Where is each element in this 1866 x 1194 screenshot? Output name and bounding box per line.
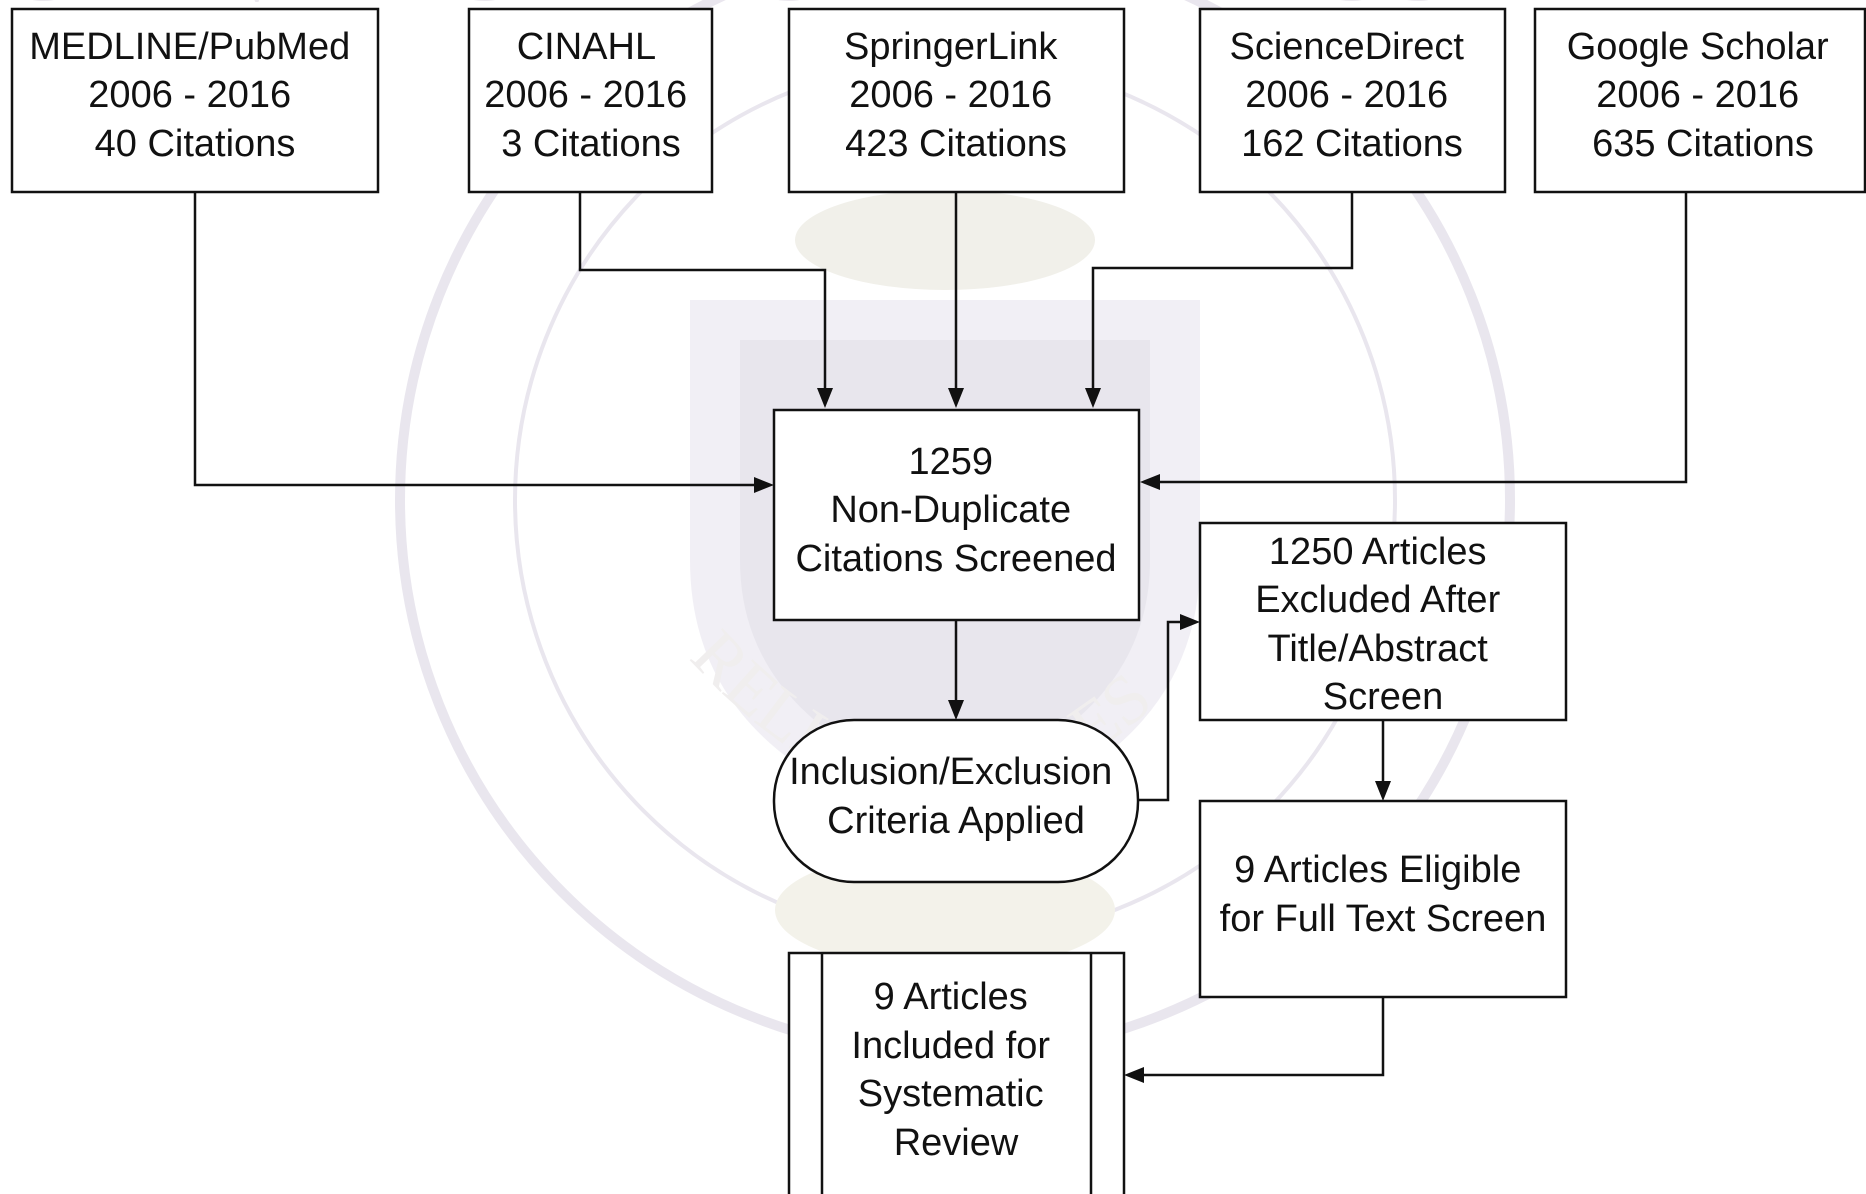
criteria-line-2: Criteria Applied xyxy=(827,800,1085,842)
excluded-line-3: Title/Abstract xyxy=(1268,628,1489,670)
edge-cinahl-to-screened xyxy=(578,192,827,392)
criteria-label: Inclusion/Exclusion Criteria Applied xyxy=(789,751,1123,842)
source-medline-line-1: MEDLINE/PubMed xyxy=(29,26,350,68)
arrowhead-medline xyxy=(754,477,774,493)
source-sciencedirect-line-2: 2006 - 2016 xyxy=(1245,74,1448,116)
source-node-sciencedirect: ScienceDirect 2006 - 2016 162 Citations xyxy=(1198,7,1507,194)
source-medline-line-2: 2006 - 2016 xyxy=(88,74,291,116)
source-medline-line-3: 40 Citations xyxy=(95,123,296,165)
eligible-line-1: 9 Articles Eligible xyxy=(1234,849,1521,891)
source-cinahl-line-2: 2006 - 2016 xyxy=(484,74,687,116)
source-springerlink-line-2: 2006 - 2016 xyxy=(849,74,1052,116)
source-sciencedirect-line-3: 162 Citations xyxy=(1241,123,1463,165)
arrowhead-googlescholar xyxy=(1140,474,1160,490)
connectors xyxy=(193,192,1688,1083)
eligible-line-2: for Full Text Screen xyxy=(1220,898,1547,940)
source-medline-label: MEDLINE/PubMed 2006 - 2016 40 Citations xyxy=(29,26,361,165)
edge-eligible-to-included xyxy=(1140,997,1385,1077)
criteria-node: Inclusion/Exclusion Criteria Applied xyxy=(772,718,1140,884)
arrowhead-springerlink xyxy=(948,388,964,408)
screened-node: 1259 Non-Duplicate Citations Screened xyxy=(772,408,1141,622)
source-googlescholar-label: Google Scholar 2006 - 2016 635 Citations xyxy=(1567,26,1840,165)
source-springerlink-line-3: 423 Citations xyxy=(845,123,1067,165)
edge-googlescholar-to-screened xyxy=(1156,192,1688,484)
arrowhead-criteria xyxy=(948,700,964,720)
source-googlescholar-line-1: Google Scholar xyxy=(1567,26,1829,68)
source-node-springerlink: SpringerLink 2006 - 2016 423 Citations xyxy=(787,7,1126,194)
criteria-line-1: Inclusion/Exclusion xyxy=(789,751,1112,793)
screened-line-3: Citations Screened xyxy=(795,538,1116,580)
excluded-line-1: 1250 Articles xyxy=(1269,531,1487,573)
eligible-node: 9 Articles Eligible for Full Text Screen xyxy=(1198,799,1568,999)
source-sciencedirect-line-1: ScienceDirect xyxy=(1230,26,1465,68)
source-googlescholar-line-2: 2006 - 2016 xyxy=(1596,74,1799,116)
included-line-4: Review xyxy=(894,1122,1019,1164)
source-node-cinahl: CINAHL 2006 - 2016 3 Citations xyxy=(467,7,714,194)
screened-line-1: 1259 xyxy=(908,441,993,483)
edge-sciencedirect-to-screened xyxy=(1091,192,1354,392)
eligible-label: 9 Articles Eligible for Full Text Screen xyxy=(1220,849,1547,940)
nodes: MEDLINE/PubMed 2006 - 2016 40 Citations … xyxy=(10,7,1866,1194)
source-cinahl-line-1: CINAHL xyxy=(517,26,655,68)
included-node: 9 Articles Included for Systematic Revie… xyxy=(787,951,1126,1194)
excluded-label: 1250 Articles Excluded After Title/Abstr… xyxy=(1255,531,1511,718)
arrowhead-cinahl xyxy=(817,388,833,408)
excluded-node: 1250 Articles Excluded After Title/Abstr… xyxy=(1198,521,1568,722)
included-line-1: 9 Articles xyxy=(874,976,1028,1018)
arrowhead-included xyxy=(1124,1067,1144,1083)
source-springerlink-label: SpringerLink 2006 - 2016 423 Citations xyxy=(844,26,1068,165)
edge-medline-to-screened xyxy=(193,192,758,487)
source-node-googlescholar: Google Scholar 2006 - 2016 635 Citations xyxy=(1533,7,1866,194)
source-googlescholar-line-3: 635 Citations xyxy=(1592,123,1814,165)
included-line-3: Systematic xyxy=(858,1073,1044,1115)
source-cinahl-label: CINAHL 2006 - 2016 3 Citations xyxy=(484,26,697,165)
edge-criteria-to-excluded xyxy=(1138,620,1184,802)
source-node-medline: MEDLINE/PubMed 2006 - 2016 40 Citations xyxy=(10,7,380,194)
source-cinahl-line-3: 3 Citations xyxy=(501,123,681,165)
included-line-2: Included for xyxy=(851,1025,1050,1067)
arrowhead-sciencedirect xyxy=(1085,388,1101,408)
arrowhead-eligible xyxy=(1375,781,1391,801)
included-label: 9 Articles Included for Systematic Revie… xyxy=(851,976,1060,1164)
screened-label: 1259 Non-Duplicate Citations Screened xyxy=(795,441,1116,580)
source-springerlink-line-1: SpringerLink xyxy=(844,26,1058,68)
source-sciencedirect-label: ScienceDirect 2006 - 2016 162 Citations xyxy=(1230,26,1475,165)
arrowhead-excluded xyxy=(1180,614,1200,630)
excluded-line-4: Screen xyxy=(1323,676,1443,718)
screened-line-2: Non-Duplicate xyxy=(830,489,1071,531)
excluded-line-2: Excluded After xyxy=(1255,579,1500,621)
